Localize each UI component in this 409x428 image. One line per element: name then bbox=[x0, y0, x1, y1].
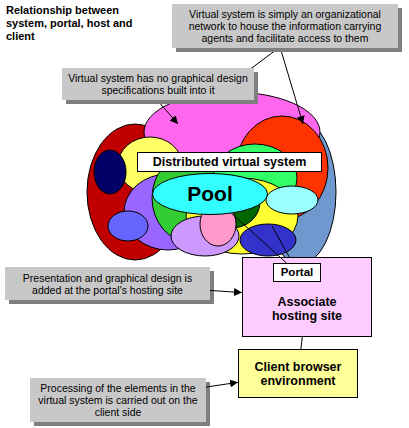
connector bbox=[232, 213, 287, 263]
client-box: Client browser environment bbox=[238, 349, 358, 398]
blob bbox=[94, 150, 126, 194]
callout-box: Virtual system has no graphical design s… bbox=[62, 68, 254, 100]
leader-arrow bbox=[280, 47, 303, 124]
callout-box: Virtual system is simply an organization… bbox=[172, 4, 398, 48]
connector bbox=[301, 337, 302, 349]
host-box: Associate hosting site Portal bbox=[242, 257, 372, 337]
portal-box: Portal bbox=[273, 263, 321, 282]
blob bbox=[266, 186, 318, 214]
node-text: Portal bbox=[281, 266, 314, 279]
node-text: Associate hosting site bbox=[263, 295, 351, 323]
node-text: Virtual system is simply an organization… bbox=[177, 8, 393, 44]
node-text: Client browser environment bbox=[244, 360, 352, 388]
blob-cluster bbox=[87, 92, 336, 264]
node-text: Processing of the elements in the virtua… bbox=[35, 382, 201, 418]
pool-ellipse: Pool bbox=[152, 173, 268, 215]
system-label-box: Distributed virtual system bbox=[137, 152, 322, 172]
connector bbox=[206, 382, 238, 387]
callout-box: Presentation and graphical design is add… bbox=[5, 267, 210, 300]
connector bbox=[210, 290, 242, 292]
node-text: Presentation and graphical design is add… bbox=[10, 272, 205, 296]
callout-box: Processing of the elements in the virtua… bbox=[30, 378, 206, 422]
node-text: Pool bbox=[187, 182, 233, 206]
diagram-title: Relationship between system, portal, hos… bbox=[6, 4, 134, 43]
node-text: Distributed virtual system bbox=[153, 155, 307, 169]
ellipse-shape bbox=[153, 174, 268, 215]
blob bbox=[240, 224, 296, 256]
node-text: Virtual system has no graphical design s… bbox=[67, 72, 249, 96]
blob bbox=[108, 211, 148, 241]
leader-arrow bbox=[158, 101, 178, 124]
